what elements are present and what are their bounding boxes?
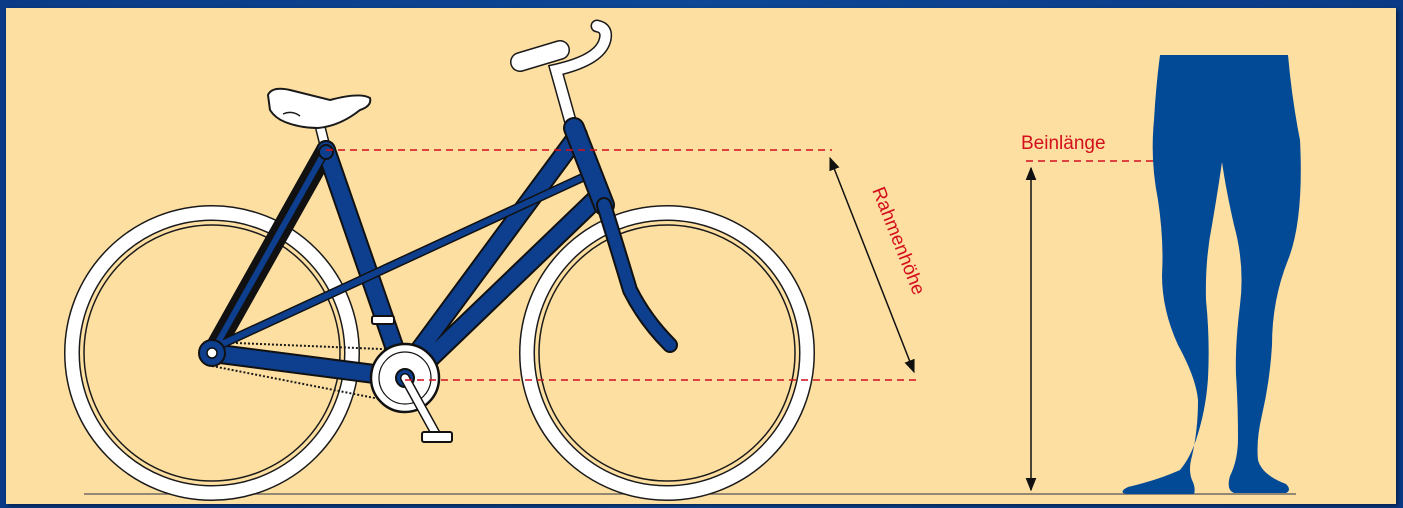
front-wheel [527,213,807,493]
saddle [268,89,370,150]
rear-hub [199,340,225,366]
handlebar [520,26,606,120]
bike-frame [212,128,670,378]
frame-height-label: Rahmenhöhe [867,184,928,298]
inseam-label: Beinlänge [1021,133,1106,154]
legs-silhouette [1122,55,1300,494]
